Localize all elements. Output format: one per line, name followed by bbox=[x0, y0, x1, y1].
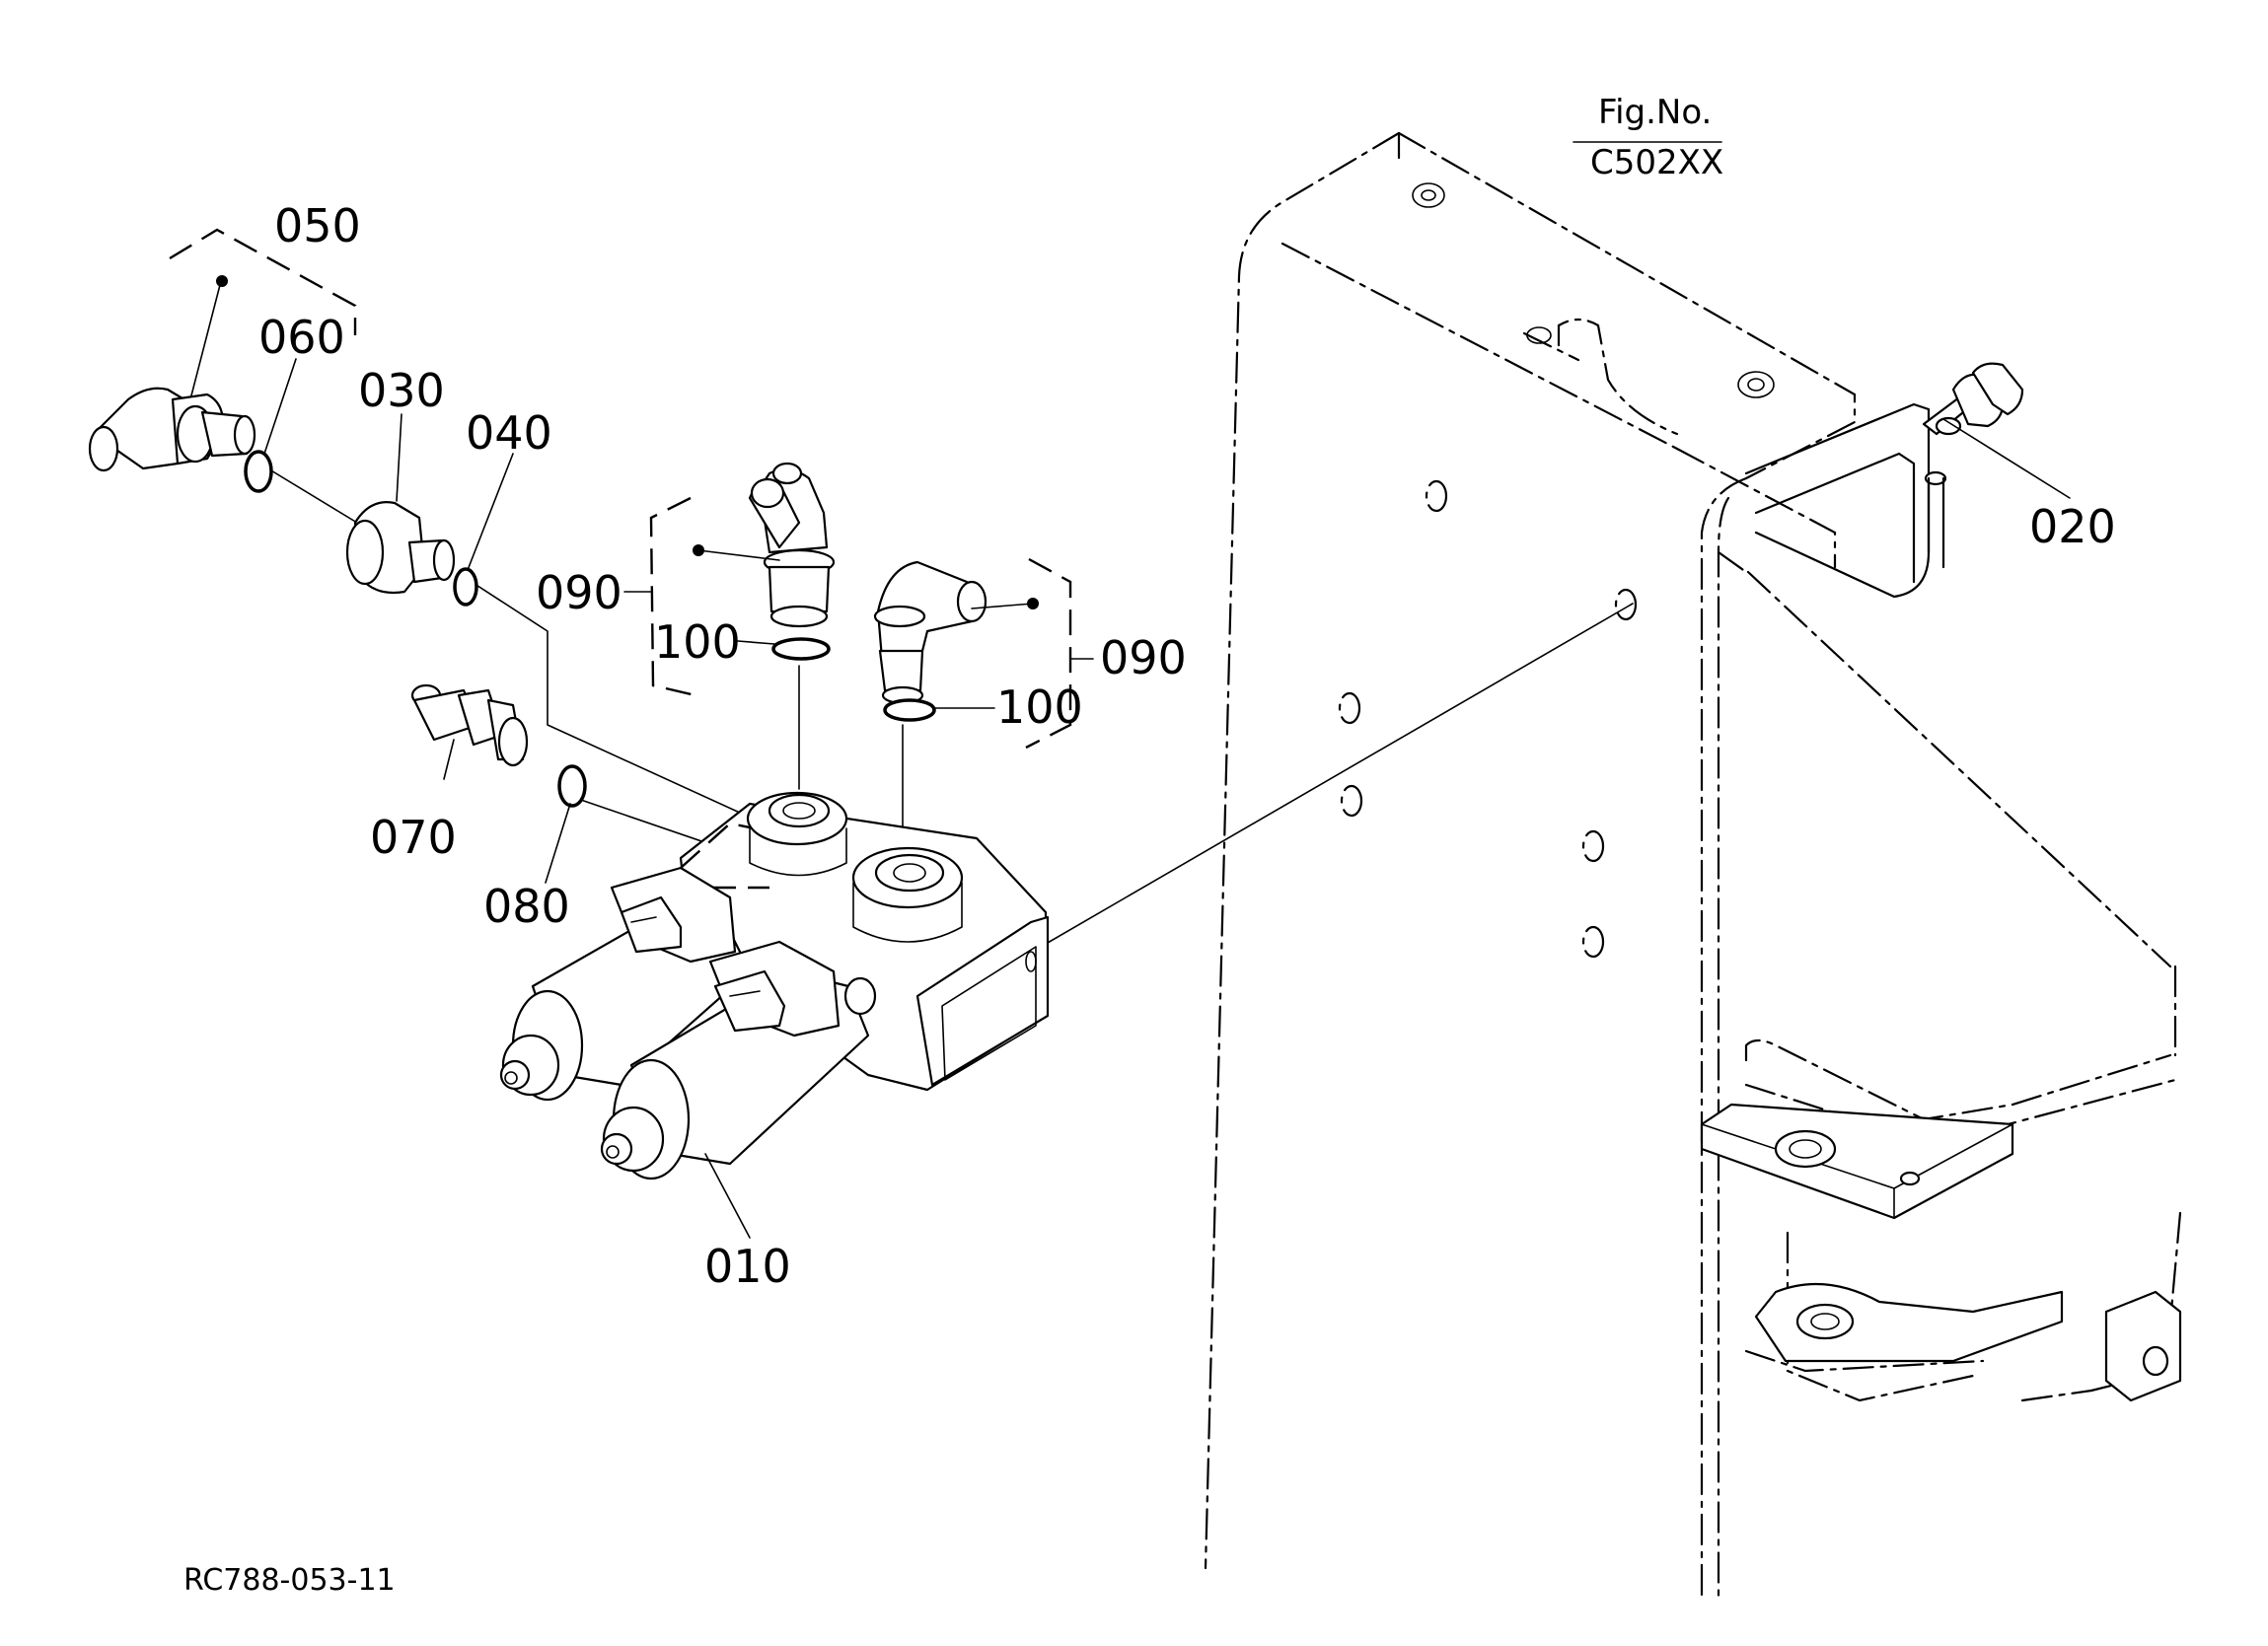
straight-fitting-070 bbox=[410, 683, 529, 767]
mounting-plate-upper bbox=[1700, 1103, 2014, 1220]
hydraulic-pipe bbox=[1744, 402, 1947, 599]
callout-030: 030 bbox=[358, 364, 445, 417]
callout-100-left: 100 bbox=[654, 615, 741, 669]
callout-010: 010 bbox=[704, 1240, 791, 1293]
callout-080: 080 bbox=[483, 880, 570, 933]
callout-090-left: 090 bbox=[536, 566, 622, 619]
callout-070: 070 bbox=[370, 811, 457, 864]
leader-lines bbox=[263, 141, 2071, 1239]
bracket-090-left bbox=[623, 496, 780, 697]
elbow-fitting-050 bbox=[88, 387, 256, 472]
o-ring-060 bbox=[244, 450, 273, 493]
adapter-030 bbox=[345, 501, 456, 595]
solenoid-valve-010 bbox=[499, 791, 1050, 1181]
callout-090-right: 090 bbox=[1100, 631, 1187, 684]
figure-number-value: C502XX bbox=[1590, 143, 1723, 182]
o-ring-080 bbox=[557, 764, 587, 808]
callout-060: 060 bbox=[258, 311, 345, 364]
drawing-code: RC788-053-11 bbox=[183, 1563, 396, 1598]
callout-050: 050 bbox=[274, 199, 361, 252]
mounting-plate-lower bbox=[1754, 1282, 2182, 1402]
o-ring-040 bbox=[453, 567, 478, 607]
callout-100-right: 100 bbox=[996, 680, 1083, 734]
callout-020: 020 bbox=[2029, 500, 2116, 553]
elbow-fitting-090-left bbox=[748, 462, 836, 628]
callout-040: 040 bbox=[466, 406, 552, 460]
o-ring-100-right bbox=[883, 698, 936, 722]
fitting-020 bbox=[1922, 362, 2024, 436]
elbow-fitting-090-right bbox=[873, 560, 988, 705]
bracket-090-right bbox=[971, 557, 1094, 750]
frame-bracket bbox=[1204, 131, 2182, 1600]
o-ring-100-left bbox=[771, 637, 831, 661]
bracket-050 bbox=[169, 228, 357, 396]
figure-number-label: Fig.No. bbox=[1598, 93, 1712, 132]
